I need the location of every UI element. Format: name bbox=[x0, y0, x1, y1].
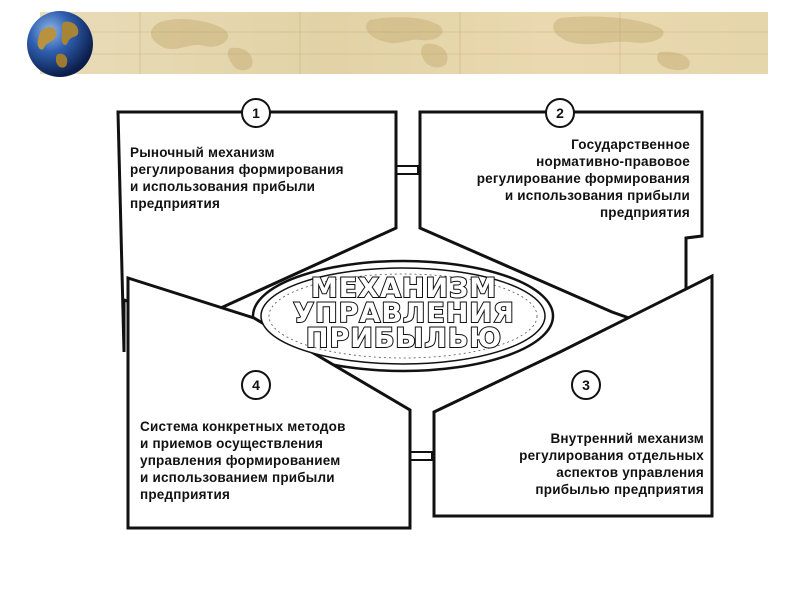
globe-icon bbox=[27, 11, 93, 77]
connector-top bbox=[395, 165, 419, 175]
center-title-line-2: УПРАВЛЕНИЯ bbox=[292, 298, 515, 329]
center-ellipse bbox=[251, 259, 555, 373]
block-3-text: Внутренний механизм регулирования отдель… bbox=[519, 431, 704, 497]
center-title-line-1: МЕХАНИЗМ bbox=[310, 273, 498, 304]
block-4-text: Система конкретных методов и приемов осу… bbox=[140, 419, 346, 502]
center-title: МЕХАНИЗМ УПРАВЛЕНИЯ ПРИБЫЛЬЮ bbox=[270, 273, 538, 354]
block-2-number: 2 bbox=[545, 98, 575, 128]
center-title-line-3: ПРИБЫЛЬЮ bbox=[305, 323, 503, 354]
header-banner bbox=[40, 12, 768, 74]
block-1-number: 1 bbox=[241, 98, 271, 128]
block-2-text: Государственное нормативно-правовое регу… bbox=[476, 137, 690, 220]
connector-bottom bbox=[409, 451, 433, 461]
block-1-text: Рыночный механизм регулирования формиров… bbox=[130, 145, 344, 211]
world-map-decoration bbox=[40, 12, 768, 74]
block-4-shape bbox=[126, 275, 412, 530]
block-3-number: 3 bbox=[571, 370, 601, 400]
block-4-number: 4 bbox=[241, 370, 271, 400]
block-3-shape bbox=[432, 273, 714, 518]
